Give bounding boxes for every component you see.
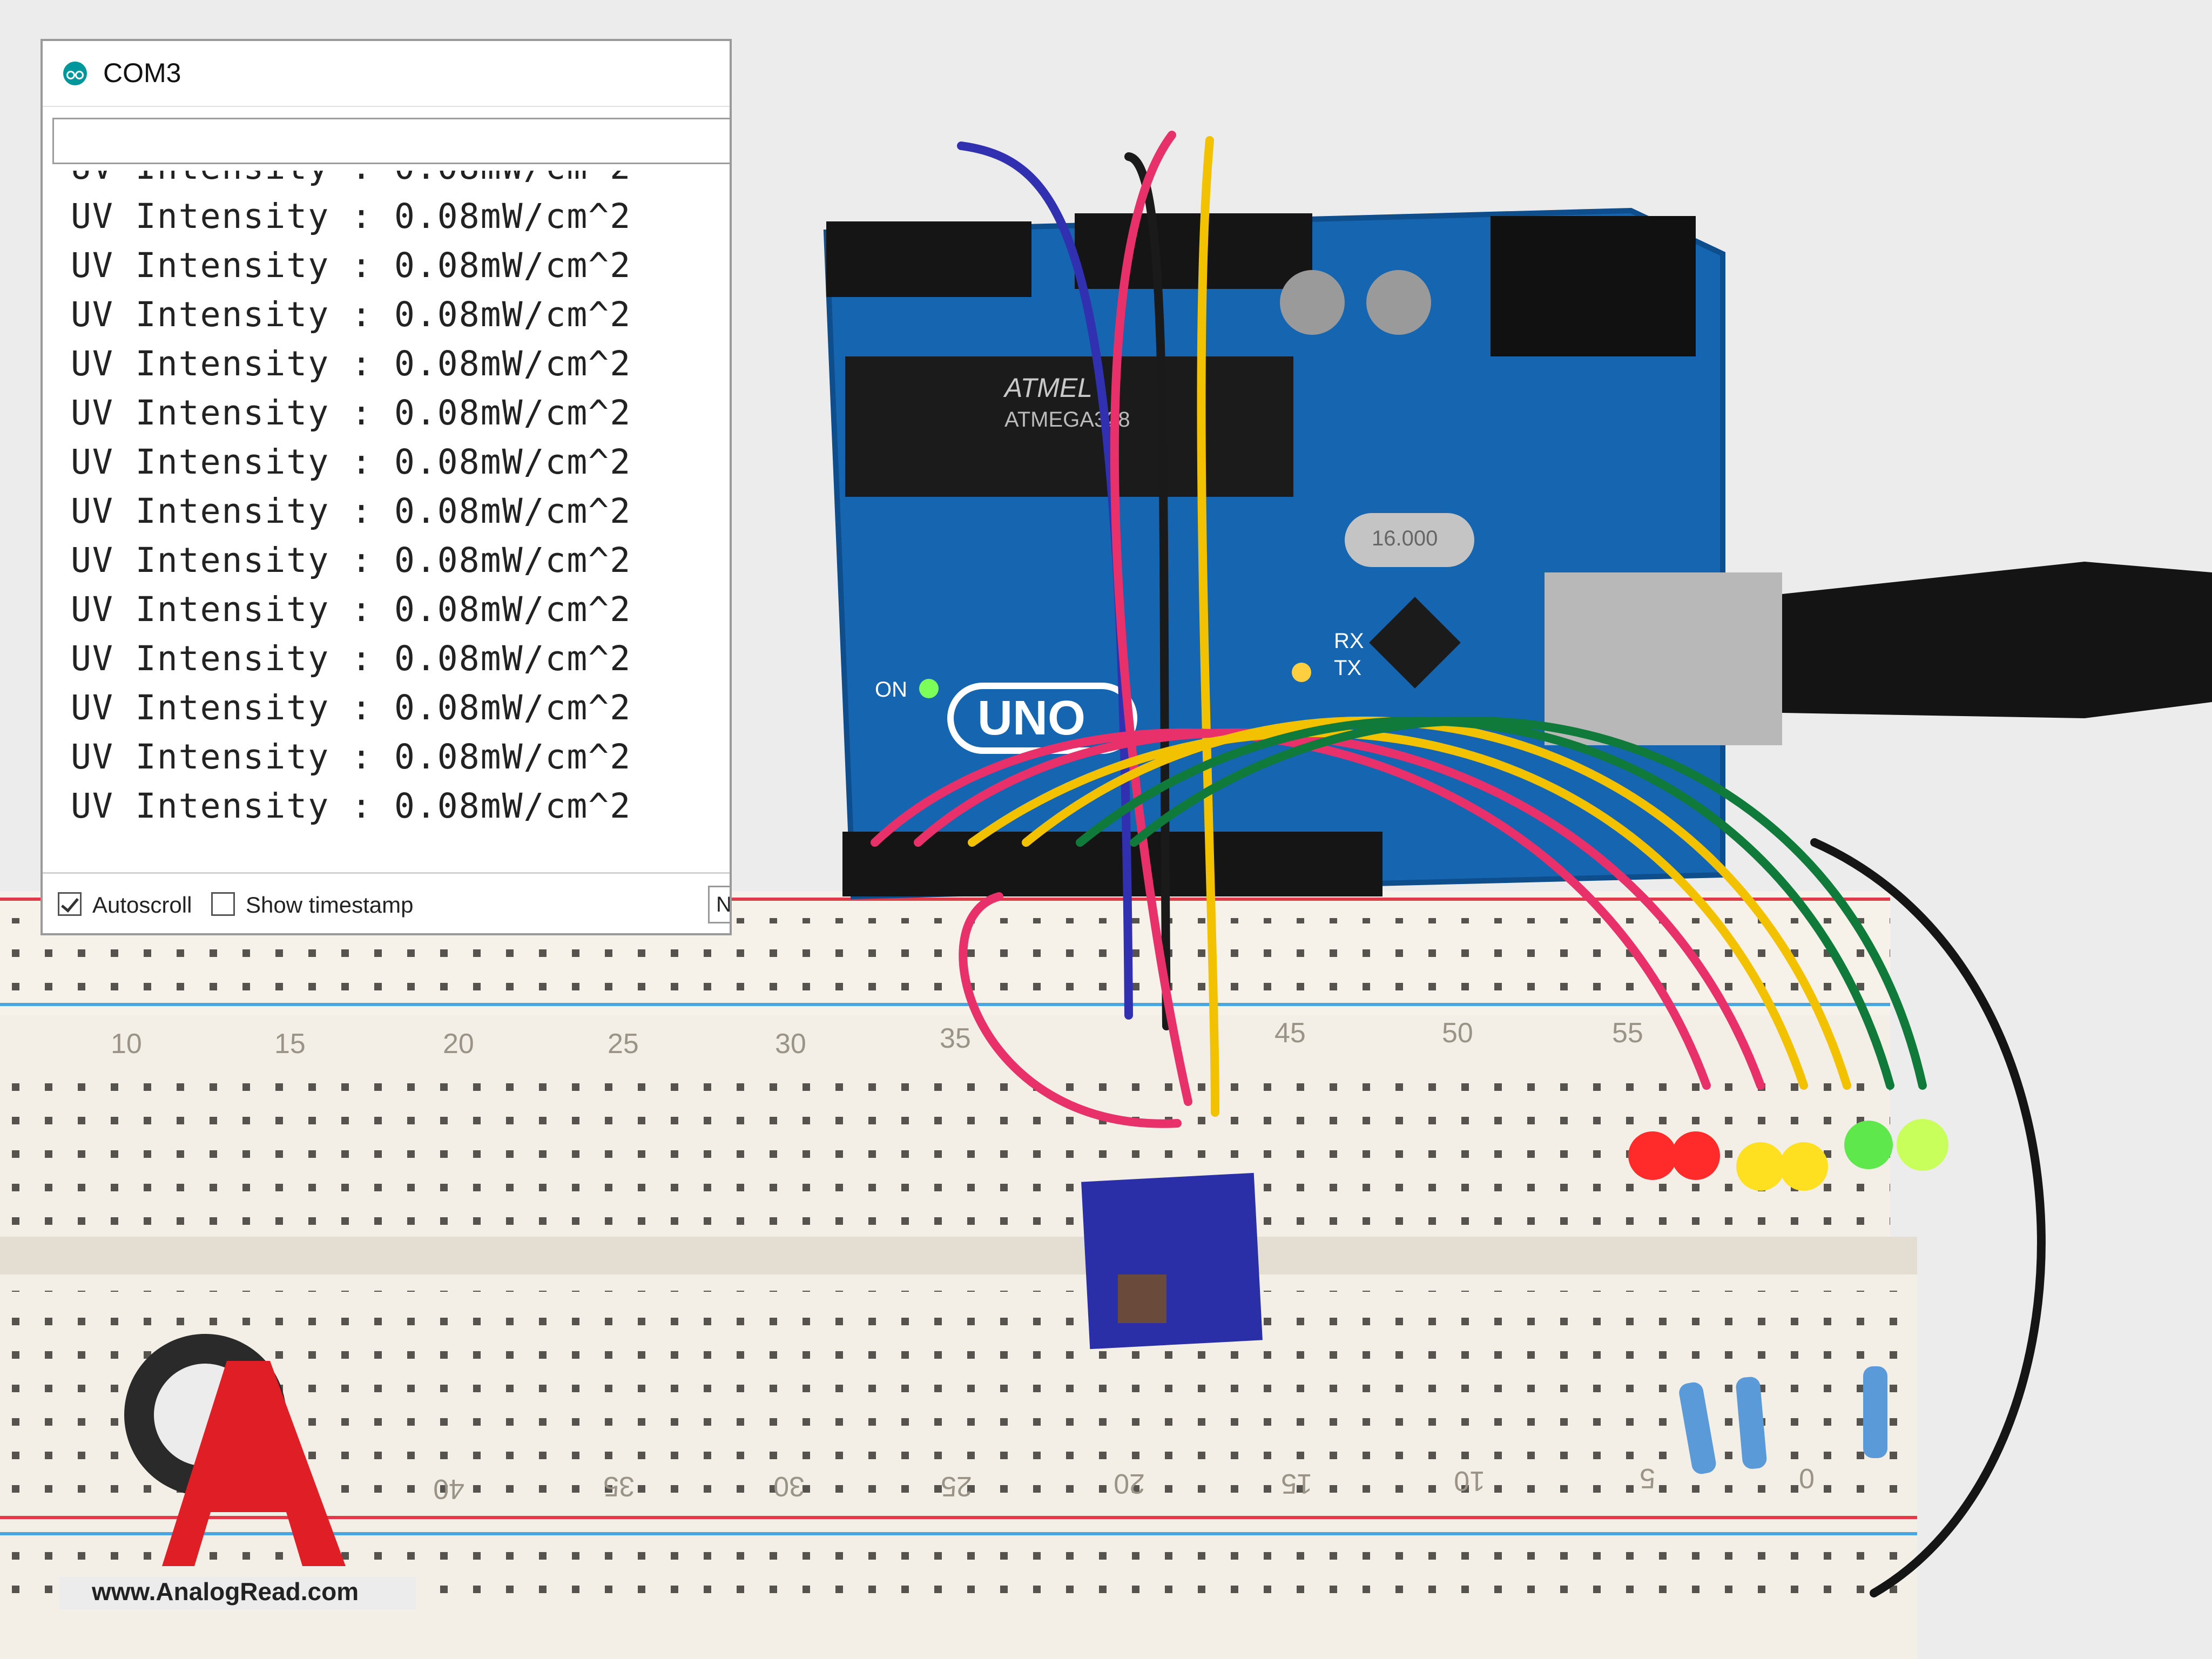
green-led-1 — [1844, 1121, 1893, 1169]
line-ending-select[interactable]: N — [708, 886, 730, 923]
tx-label: TX — [1334, 656, 1361, 680]
title-bar: COM3 — [43, 41, 730, 107]
serial-line: UV Intensity : 0.08mW/cm^2 — [71, 541, 632, 580]
row-number-b15: 15 — [1281, 1468, 1312, 1499]
serial-line: UV Intensity : 0.08mW/cm^2 — [71, 295, 632, 334]
serial-line: UV Intensity : 0.08mW/cm^2 — [71, 639, 632, 678]
serial-monitor-window: COM3 UV Intensity : 0.08mW/cm^2 UV Inten… — [41, 39, 732, 935]
serial-bottom-bar: Autoscroll Show timestamp N — [43, 872, 730, 933]
row-number-b40: 40 — [433, 1473, 464, 1505]
serial-output-area[interactable]: UV Intensity : 0.08mW/cm^2 UV Intensity … — [43, 171, 730, 905]
window-title: COM3 — [103, 58, 181, 88]
serial-line: UV Intensity : 0.08mW/cm^2 — [71, 491, 632, 531]
serial-line: UV Intensity : 0.08mW/cm^2 — [71, 197, 632, 236]
row-number-25: 25 — [608, 1028, 639, 1060]
row-number-b35: 35 — [603, 1471, 635, 1502]
yellow-led-2 — [1779, 1142, 1828, 1191]
row-number-15: 15 — [274, 1028, 306, 1060]
led-row — [1628, 1119, 1948, 1191]
resistors — [1679, 1366, 1887, 1474]
serial-line: UV Intensity : 0.08mW/cm^2 — [71, 246, 632, 285]
row-number-10: 10 — [111, 1028, 142, 1060]
row-number-50: 50 — [1442, 1017, 1473, 1049]
serial-line: UV Intensity : 0.08mW/cm^2 — [71, 442, 632, 482]
serial-line: UV Intensity : 0.08mW/cm^2 — [71, 344, 632, 383]
row-number-35: 35 — [940, 1023, 971, 1054]
rx-label: RX — [1334, 629, 1364, 653]
on-led — [919, 679, 939, 698]
logo-url: www.AnalogRead.com — [92, 1577, 359, 1606]
show-timestamp-label: Show timestamp — [246, 892, 414, 918]
serial-line-partial: UV Intensity : 0.08mW/cm^2 — [43, 171, 730, 192]
serial-send-input[interactable] — [52, 118, 730, 164]
serial-line: UV Intensity : 0.08mW/cm^2 — [71, 590, 632, 629]
tx-led — [1292, 663, 1311, 682]
autoscroll-label: Autoscroll — [92, 892, 192, 918]
crystal-label: 16.000 — [1372, 527, 1438, 550]
show-timestamp-checkbox[interactable] — [211, 892, 235, 916]
row-number-30: 30 — [775, 1028, 806, 1060]
on-label: ON — [875, 678, 907, 702]
serial-line: UV Intensity : 0.08mW/cm^2 — [71, 786, 632, 826]
row-number-20: 20 — [443, 1028, 474, 1060]
row-number-b30: 30 — [773, 1471, 805, 1502]
atmel-logo-text: ATMEL — [1003, 373, 1092, 403]
analogread-logo — [59, 1334, 416, 1609]
uno-label: UNO — [977, 691, 1085, 745]
row-number-b5: 5 — [1640, 1462, 1655, 1494]
uv-sensor-module — [1081, 1172, 1263, 1350]
serial-line: UV Intensity : 0.08mW/cm^2 — [71, 737, 632, 777]
serial-line: UV Intensity : 0.08mW/cm^2 — [71, 393, 632, 433]
green-led-2 — [1897, 1119, 1948, 1171]
row-number-55: 55 — [1612, 1017, 1643, 1049]
row-number-b0: 0 — [1799, 1462, 1815, 1494]
row-number-45: 45 — [1274, 1017, 1306, 1049]
row-number-b25: 25 — [941, 1471, 972, 1502]
yellow-led-1 — [1736, 1142, 1785, 1191]
arduino-icon — [63, 62, 87, 85]
red-led-2 — [1671, 1131, 1720, 1180]
autoscroll-checkbox[interactable] — [58, 892, 82, 916]
row-number-b20: 20 — [1114, 1468, 1145, 1499]
red-led-1 — [1628, 1131, 1677, 1180]
jumper-wires — [871, 131, 2046, 1597]
serial-line: UV Intensity : 0.08mW/cm^2 — [71, 688, 632, 727]
row-number-b10: 10 — [1454, 1465, 1485, 1496]
